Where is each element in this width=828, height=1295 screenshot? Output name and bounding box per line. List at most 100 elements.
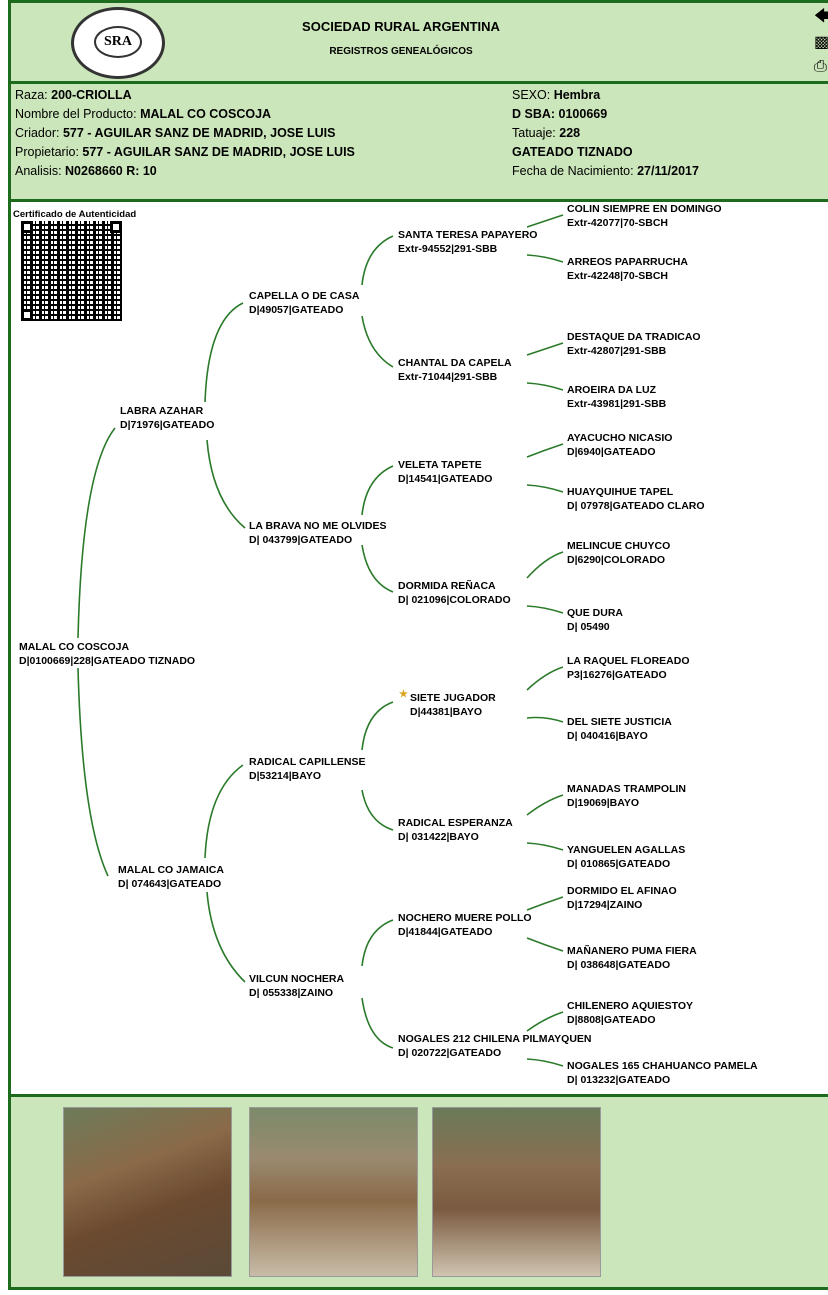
page-subtitle: REGISTROS GENEALÓGICOS	[329, 46, 473, 57]
horse-name: MALAL CO COSCOJA	[19, 641, 130, 653]
animal-info: Raza: 200-CRIOLLA Nombre del Producto: M…	[8, 81, 828, 202]
tatuaje-row: Tatuaje: 228	[512, 126, 581, 140]
horse-name: DESTAQUE DA TRADICAO	[567, 331, 701, 343]
horse-registration: D| 010865|GATEADO	[567, 857, 671, 870]
horse-registration: D|41844|GATEADO	[398, 925, 493, 938]
print-icon[interactable]: ⎙	[814, 58, 827, 75]
star-icon: ★	[399, 689, 408, 700]
horse-name: RADICAL CAPILLENSE	[249, 756, 366, 768]
horse-registration: Extr-43981|291-SBB	[567, 397, 667, 410]
horse-registration: Extr-42248|70-SBCH	[567, 269, 668, 282]
horse-name: ARREOS PAPARRUCHA	[567, 256, 688, 268]
certificate-label: Certificado de Autenticidad	[13, 209, 137, 220]
horse-registration: D| 055338|ZAINO	[249, 986, 334, 999]
horse-registration: D| 020722|GATEADO	[398, 1046, 502, 1059]
horse-registration: D|71976|GATEADO	[120, 418, 215, 431]
qr-code[interactable]	[21, 221, 122, 321]
save-icon[interactable]: ▩	[814, 34, 828, 51]
page-title: SOCIEDAD RURAL ARGENTINA	[302, 19, 500, 34]
horse-registration: D|19069|BAYO	[567, 796, 640, 809]
horse-registration: D|53214|BAYO	[249, 769, 322, 782]
horse-name: AYACUCHO NICASIO	[567, 432, 673, 444]
horse-name: SIETE JUGADOR	[410, 692, 496, 704]
horse-name: CAPELLA O DE CASA	[249, 290, 360, 302]
horse-registration: D| 043799|GATEADO	[249, 533, 353, 546]
horse-photo-1[interactable]	[63, 1107, 232, 1277]
horse-registration: D|8808|GATEADO	[567, 1013, 656, 1026]
horse-name: LA BRAVA NO ME OLVIDES	[249, 520, 387, 532]
horse-photo-3[interactable]	[432, 1107, 601, 1277]
horse-name: MELINCUE CHUYCO	[567, 540, 671, 552]
horse-name: AROEIRA DA LUZ	[567, 384, 657, 396]
horse-name: NOGALES 212 CHILENA PILMAYQUEN	[398, 1033, 592, 1045]
horse-name: VILCUN NOCHERA	[249, 973, 345, 985]
horse-name: HUAYQUIHUE TAPEL	[567, 486, 674, 498]
horse-name: NOCHERO MUERE POLLO	[398, 912, 532, 924]
horse-registration: D| 07978|GATEADO CLARO	[567, 499, 705, 512]
propietario-row: Propietario: 577 - AGUILAR SANZ DE MADRI…	[15, 145, 355, 159]
horse-photo-2[interactable]	[249, 1107, 418, 1277]
horse-name: NOGALES 165 CHAHUANCO PAMELA	[567, 1060, 758, 1072]
horse-name: MALAL CO JAMAICA	[118, 864, 224, 876]
horse-registration: D|6940|GATEADO	[567, 445, 656, 458]
horse-name: DORMIDA REÑACA	[398, 580, 496, 592]
criador-row: Criador: 577 - AGUILAR SANZ DE MADRID, J…	[15, 126, 336, 140]
back-arrow-icon[interactable]: 🡄	[814, 8, 828, 25]
horse-registration: D|49057|GATEADO	[249, 303, 344, 316]
dsba-row: D SBA: 0100669	[512, 107, 608, 121]
horse-registration: D| 05490	[567, 620, 610, 633]
horse-registration: D| 074643|GATEADO	[118, 877, 222, 890]
horse-registration: D|6290|COLORADO	[567, 553, 666, 566]
horse-name: CHILENERO AQUIESTOY	[567, 1000, 694, 1012]
horse-registration: D| 013232|GATEADO	[567, 1073, 671, 1086]
horse-registration: D| 021096|COLORADO	[398, 593, 511, 606]
raza-row: Raza: 200-CRIOLLA	[15, 88, 132, 102]
horse-name: COLIN SIEMPRE EN DOMINGO	[567, 203, 722, 215]
horse-name: SANTA TERESA PAPAYERO	[398, 229, 538, 241]
horse-name: RADICAL ESPERANZA	[398, 817, 513, 829]
pelaje-row: GATEADO TIZNADO	[512, 145, 633, 159]
horse-registration: Extr-94552|291-SBB	[398, 242, 498, 255]
horse-name: YANGUELEN AGALLAS	[567, 844, 686, 856]
header: SRA SOCIEDAD RURAL ARGENTINA REGISTROS G…	[8, 0, 828, 84]
pedigree-area	[8, 199, 828, 1097]
horse-name: VELETA TAPETE	[398, 459, 482, 471]
horse-registration: Extr-42077|70-SBCH	[567, 216, 668, 229]
horse-registration: D| 031422|BAYO	[398, 830, 479, 843]
horse-registration: D|14541|GATEADO	[398, 472, 493, 485]
horse-name: DEL SIETE JUSTICIA	[567, 716, 672, 728]
horse-name: DORMIDO EL AFINAO	[567, 885, 677, 897]
horse-registration: Extr-42807|291-SBB	[567, 344, 667, 357]
